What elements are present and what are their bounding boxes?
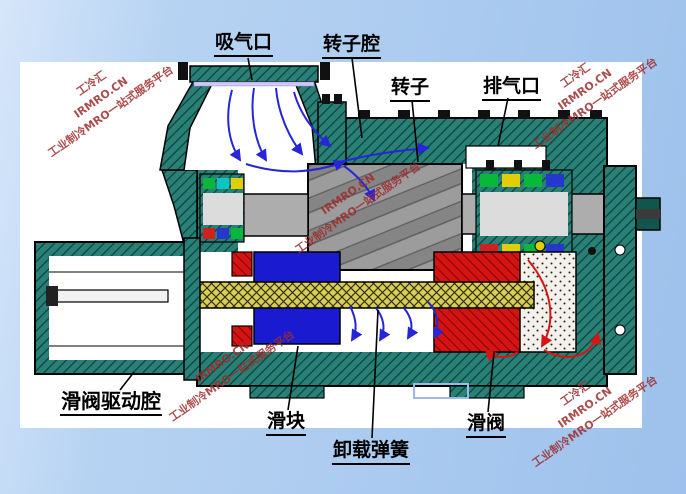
unloading-spring-shaft <box>165 281 535 309</box>
discharge-flow-arrows <box>484 259 602 362</box>
seal-upper <box>231 251 253 277</box>
mounting-foot <box>449 385 525 399</box>
bolt-dot <box>588 247 596 255</box>
label-rotor-chamber: 转子腔 <box>322 33 382 59</box>
step-flange-bolt <box>334 94 342 104</box>
top-casing-bolts <box>358 110 602 119</box>
left-bearing-assembly <box>199 173 245 243</box>
label-unloading-spring: 卸载弹簧 <box>332 439 411 465</box>
drive-chamber <box>34 237 201 381</box>
label-slide-valve: 滑阀 <box>466 412 507 438</box>
rod-end-cap <box>46 286 58 306</box>
leader-discharge-port <box>497 97 509 147</box>
label-slide-valve-drive-chamber: 滑阀驱动腔 <box>60 390 162 416</box>
label-suction-port: 吸气口 <box>214 31 274 57</box>
rotor-shaft-left <box>241 193 309 237</box>
leader-rotor-chamber <box>351 57 363 139</box>
label-rotor: 转子 <box>390 76 431 102</box>
step-flange-bolt <box>322 94 330 104</box>
label-discharge-port: 排气口 <box>482 75 542 101</box>
leader-suction-port <box>247 57 253 81</box>
seal-lower <box>231 325 253 347</box>
shaft-stub-core <box>636 209 660 219</box>
mounting-foot <box>249 385 325 399</box>
oil-port-dot <box>534 240 546 252</box>
suction-flow-arrows <box>227 87 444 342</box>
slide-valve-lower <box>433 301 521 353</box>
base-outline <box>413 383 469 399</box>
flange-bolt-left <box>178 62 188 80</box>
piston-rod <box>55 289 169 303</box>
label-slide-block: 滑块 <box>266 410 307 436</box>
flange-gasket <box>193 81 315 87</box>
leader-slide-valve <box>487 351 495 413</box>
leader-unloading-spring <box>371 309 379 439</box>
suction-flange <box>189 65 319 83</box>
end-cap-hole <box>614 244 626 256</box>
leader-lines <box>119 57 509 439</box>
leader-slide-block <box>287 345 299 411</box>
compressor-body <box>34 62 661 399</box>
end-cap <box>603 165 637 375</box>
flange-bolt-right <box>320 62 330 80</box>
leader-rotor <box>411 99 419 163</box>
leader-drive-chamber <box>119 371 135 391</box>
right-bearing-assembly <box>475 160 573 263</box>
step-flange <box>317 101 347 171</box>
end-cap-hole <box>614 324 626 336</box>
discharge-port-slot <box>465 145 547 169</box>
